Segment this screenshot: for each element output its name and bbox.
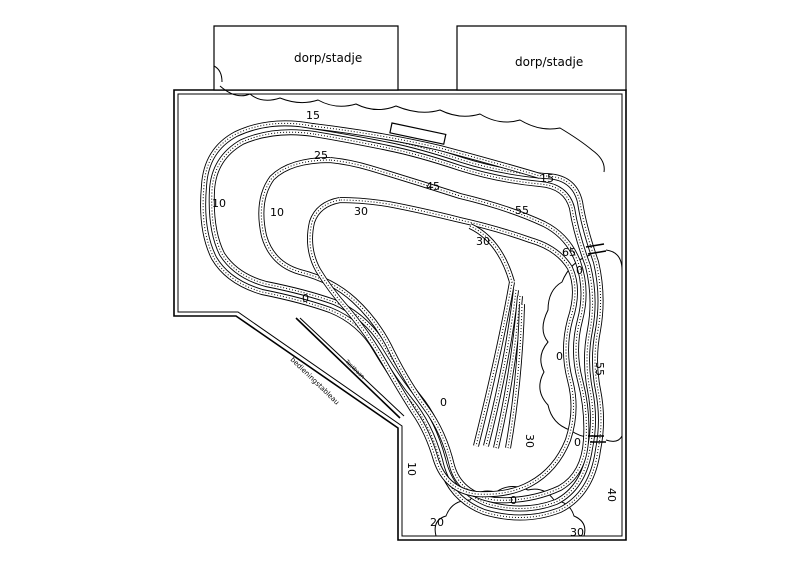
height-label: 55	[515, 204, 529, 217]
height-label: 45	[426, 180, 440, 193]
building-label: dorp/stadje	[515, 55, 583, 69]
height-label: 15	[540, 172, 554, 185]
track-rail	[309, 199, 576, 495]
room-inner-outline	[177, 93, 623, 537]
height-label: 0	[302, 292, 309, 305]
height-label: 65	[562, 246, 576, 259]
track-bed	[473, 281, 515, 447]
track-rail	[311, 125, 541, 177]
bridge-right-top	[585, 243, 607, 255]
track-bed	[201, 121, 604, 520]
building-village-right: dorp/stadje	[456, 25, 627, 91]
height-label: 10	[405, 462, 418, 476]
height-label: 30	[354, 205, 368, 218]
track-bed	[259, 157, 589, 503]
bridge-right-bottom	[588, 435, 606, 443]
hill-right-2	[605, 249, 623, 442]
hill-right	[539, 254, 599, 438]
height-label: 10	[270, 206, 284, 219]
station-platform	[389, 122, 447, 145]
bedieningstableau-label: bedieningstableau	[289, 356, 341, 407]
height-label: 0	[574, 436, 581, 449]
track-network	[200, 120, 604, 521]
height-label: 0	[576, 264, 583, 277]
height-label: 0	[440, 396, 447, 409]
track-rail	[495, 295, 521, 449]
height-label: 25	[314, 149, 328, 162]
testbaan-track	[295, 317, 401, 419]
height-label: 20	[430, 516, 444, 529]
height-label: 15	[306, 109, 320, 122]
height-label: 0	[510, 494, 517, 507]
room-outline	[173, 89, 627, 541]
building-label: dorp/stadje	[294, 51, 362, 65]
height-label: 0	[556, 350, 563, 363]
track-rail	[211, 131, 594, 510]
track-bed	[505, 303, 525, 449]
track-segment	[307, 197, 578, 498]
track-rail	[469, 225, 513, 283]
height-label: 40	[605, 488, 618, 502]
height-label: 30	[523, 434, 536, 448]
hedge-top	[219, 85, 605, 173]
height-label: 30	[570, 526, 584, 539]
height-label: 55	[593, 362, 606, 376]
height-label: 30	[476, 235, 490, 248]
track-bed	[483, 289, 519, 447]
building-village-left: dorp/stadje	[213, 25, 399, 91]
height-labels: 15 15 10 25 10 45 55 65 30 30 0 55 0 0 0…	[212, 109, 618, 539]
hill-bottom	[434, 486, 586, 537]
height-label: 10	[212, 197, 226, 210]
testbaan-label: Testbaan	[343, 358, 366, 380]
